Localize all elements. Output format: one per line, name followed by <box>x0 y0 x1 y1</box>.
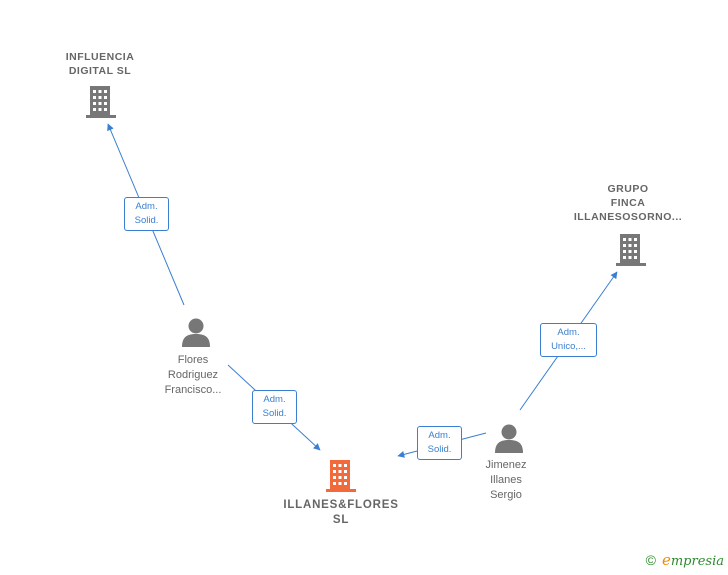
relation-label-jimenez-grupo[interactable]: Adm. Unico,... <box>540 323 597 357</box>
node-label-line: Rodriguez <box>167 369 219 381</box>
node-label-line: Sergio <box>490 489 522 501</box>
building-icon[interactable] <box>616 234 646 266</box>
node-label-flores[interactable]: Flores Rodriguez Francisco... <box>143 353 243 398</box>
relation-label-line: Adm. <box>428 430 451 441</box>
building-icon-main[interactable] <box>326 460 356 492</box>
relation-label-flores-main[interactable]: Adm. Solid. <box>252 390 297 424</box>
node-label-main[interactable]: ILLANES&FLORES SL <box>262 498 420 528</box>
node-label-line: Jimenez <box>485 459 527 471</box>
relation-label-jimenez-main[interactable]: Adm. Solid. <box>417 426 462 460</box>
brand-logo-text: mpresia <box>670 554 724 569</box>
copyright-icon: © <box>645 552 656 568</box>
node-label-line: Flores <box>177 354 209 366</box>
node-label-line: INFLUENCIA <box>65 51 135 63</box>
person-icon[interactable] <box>182 318 210 348</box>
person-icon[interactable] <box>495 424 523 454</box>
node-label-line: GRUPO <box>607 183 649 195</box>
relation-label-line: Unico,... <box>551 341 586 352</box>
node-label-line: DIGITAL SL <box>68 65 132 77</box>
relation-label-flores-influencia[interactable]: Adm. Solid. <box>124 197 169 231</box>
relation-label-line: Adm. <box>263 394 286 405</box>
relation-label-line: Solid. <box>134 215 159 226</box>
relation-label-line: Solid. <box>262 408 287 419</box>
node-label-influencia[interactable]: INFLUENCIA DIGITAL SL <box>40 50 160 78</box>
relation-label-line: Solid. <box>427 444 452 455</box>
building-icon[interactable] <box>86 86 116 118</box>
relation-label-line: Adm. <box>135 201 158 212</box>
node-label-line: ILLANES&FLORES <box>283 499 399 511</box>
footer-brand[interactable]: © empresia <box>646 551 724 569</box>
node-label-grupo[interactable]: GRUPO FINCA ILLANESOSORNO... <box>568 182 688 224</box>
brand-logo[interactable]: empresia <box>661 551 724 569</box>
relation-label-line: Adm. <box>557 327 580 338</box>
node-label-line: FINCA <box>610 197 646 209</box>
node-label-line: ILLANESOSORNO... <box>573 211 683 223</box>
node-label-line: Francisco... <box>164 384 222 396</box>
node-label-line: Illanes <box>490 474 522 486</box>
brand-logo-e: e <box>661 551 671 569</box>
node-label-jimenez[interactable]: Jimenez Illanes Sergio <box>466 458 546 503</box>
node-label-line: SL <box>332 514 350 526</box>
